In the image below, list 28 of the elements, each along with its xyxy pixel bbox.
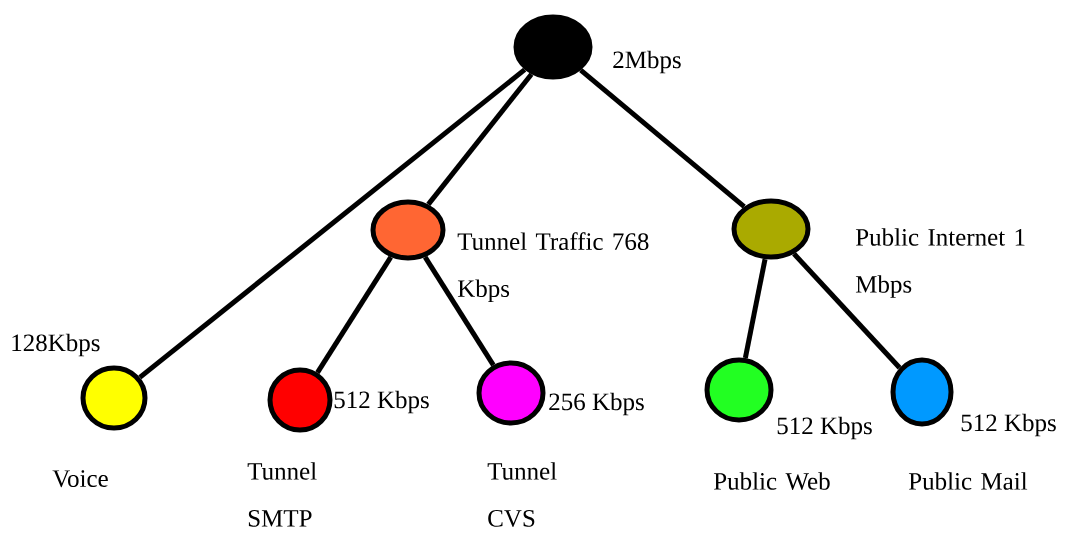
node-label: 2Mbps (613, 50, 681, 74)
network-node (731, 198, 811, 260)
connector-line (138, 67, 527, 380)
connector-line (579, 68, 746, 209)
network-node (513, 14, 593, 80)
node-label: Public Mail (908, 472, 1028, 490)
network-node (80, 365, 148, 431)
node-label: 512 Kbps (777, 416, 872, 440)
connector-line (426, 72, 534, 206)
network-node (267, 367, 333, 433)
network-node (704, 357, 774, 423)
node-label: Tunnel SMTP (247, 462, 317, 527)
node-label: 512 Kbps (334, 390, 429, 414)
network-node (476, 360, 546, 426)
node-label: 512 Kbps (961, 413, 1056, 437)
node-label: Tunnel CVS (487, 462, 557, 527)
network-node (370, 199, 446, 261)
node-label: Public Internet 1 Mbps (855, 228, 1025, 298)
connector-line (792, 252, 902, 370)
node-label: 256 Kbps (549, 392, 644, 416)
node-label: Tunnel Traffic 768 Kbps (457, 232, 649, 303)
connector-line (315, 255, 393, 374)
connector-line (742, 258, 768, 359)
network-node (890, 357, 954, 427)
connector-line (423, 255, 496, 367)
node-label: Public Web (713, 472, 830, 490)
node-label: Voice (52, 470, 108, 488)
node-label: 128Kbps (12, 333, 100, 357)
